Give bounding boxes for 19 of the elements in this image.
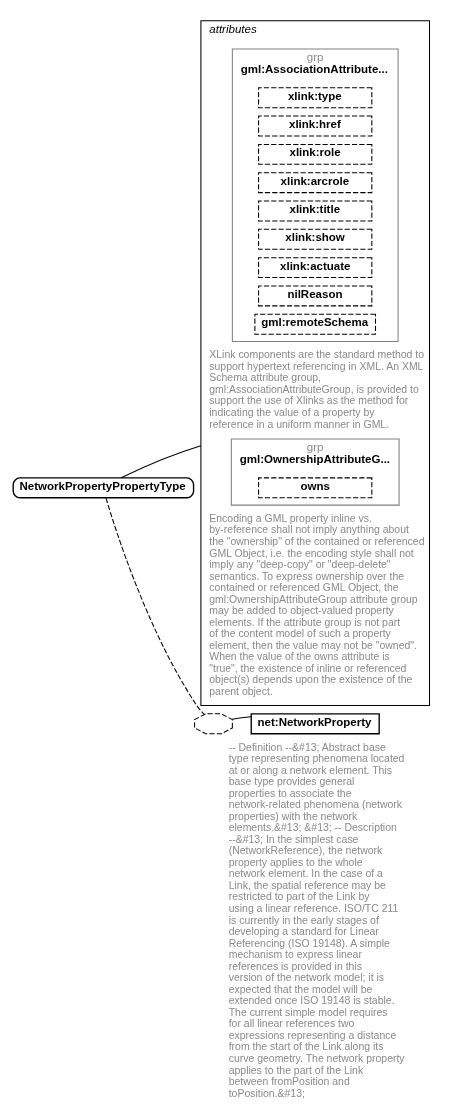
connector	[120, 445, 201, 479]
node-label: -- Definition --&#13; Abstract base type representing phenomena located at or along a network element. This base type provides general properties to associate the network-related phenomena (network properties) with the network elements.&#13; &#13; -- Description --&#13; In the simplest case (NetworkReference), the network property applies to the whole network element. In the case of a Link, the spatial reference may be restricted to part of the Link by using a linear reference. ISO/TC 211 is currently in the early stages of developing a standard for Linear Referencing (ISO 19148). A simple mechanism to express linear references is provided in this version of the network model; it is expected that the model will be extended once ISO 19148 is stable. The current simple model requires for all linear references two expressions representing a distance from the start of the Link along its curve geometry. The network property applies to the part of the Link between fromPosition and toPosition.&#13;	[228, 741, 405, 1099]
node-box: net:NetworkProperty	[250, 713, 380, 735]
connector	[105, 497, 205, 715]
connector	[231, 716, 251, 720]
node-box: xlink:href	[257, 115, 372, 137]
node-box: NetworkPropertyPropertyType	[12, 477, 194, 499]
node-box: gml:remoteSchema	[253, 313, 376, 335]
node-label: Encoding a GML property inline vs. by-reference shall not imply anything about the "ownership" of the contained or referenced GML Object, i.e. the encoding style shall not imply any "deep-copy" or "deep-delete" semantics. To express ownership over the contained or referenced GML Object, the gml:OwnershipAttributeGroup attribute group may be added to object-valued property elements. If the attribute group is not part of the content model of such a property element, then the value may not be "owned". When the value of the owns attribute is "true", the existence of inline or referenced object(s) depends upon the existence of the parent object.	[208, 512, 424, 697]
node-box: owns	[257, 477, 372, 499]
node-label: XLink components are the standard method to support hypertext referencing in XML. An XML Schema attribute group, gml:AssociationAttributeGroup, is provided to support the use of Xlinks as the method for indicating the value of a property by reference in a uniform manner in GML.	[208, 349, 424, 430]
node-box: xlink:role	[257, 143, 372, 165]
node-box: xlink:show	[257, 228, 372, 250]
node-box: xlink:type	[257, 87, 372, 109]
node-box: xlink:actuate	[257, 257, 372, 279]
node-box: xlink:arcrole	[257, 172, 372, 194]
node-octagon	[193, 713, 233, 735]
node-box: xlink:title	[257, 200, 372, 222]
node-box: nilReason	[257, 285, 372, 307]
